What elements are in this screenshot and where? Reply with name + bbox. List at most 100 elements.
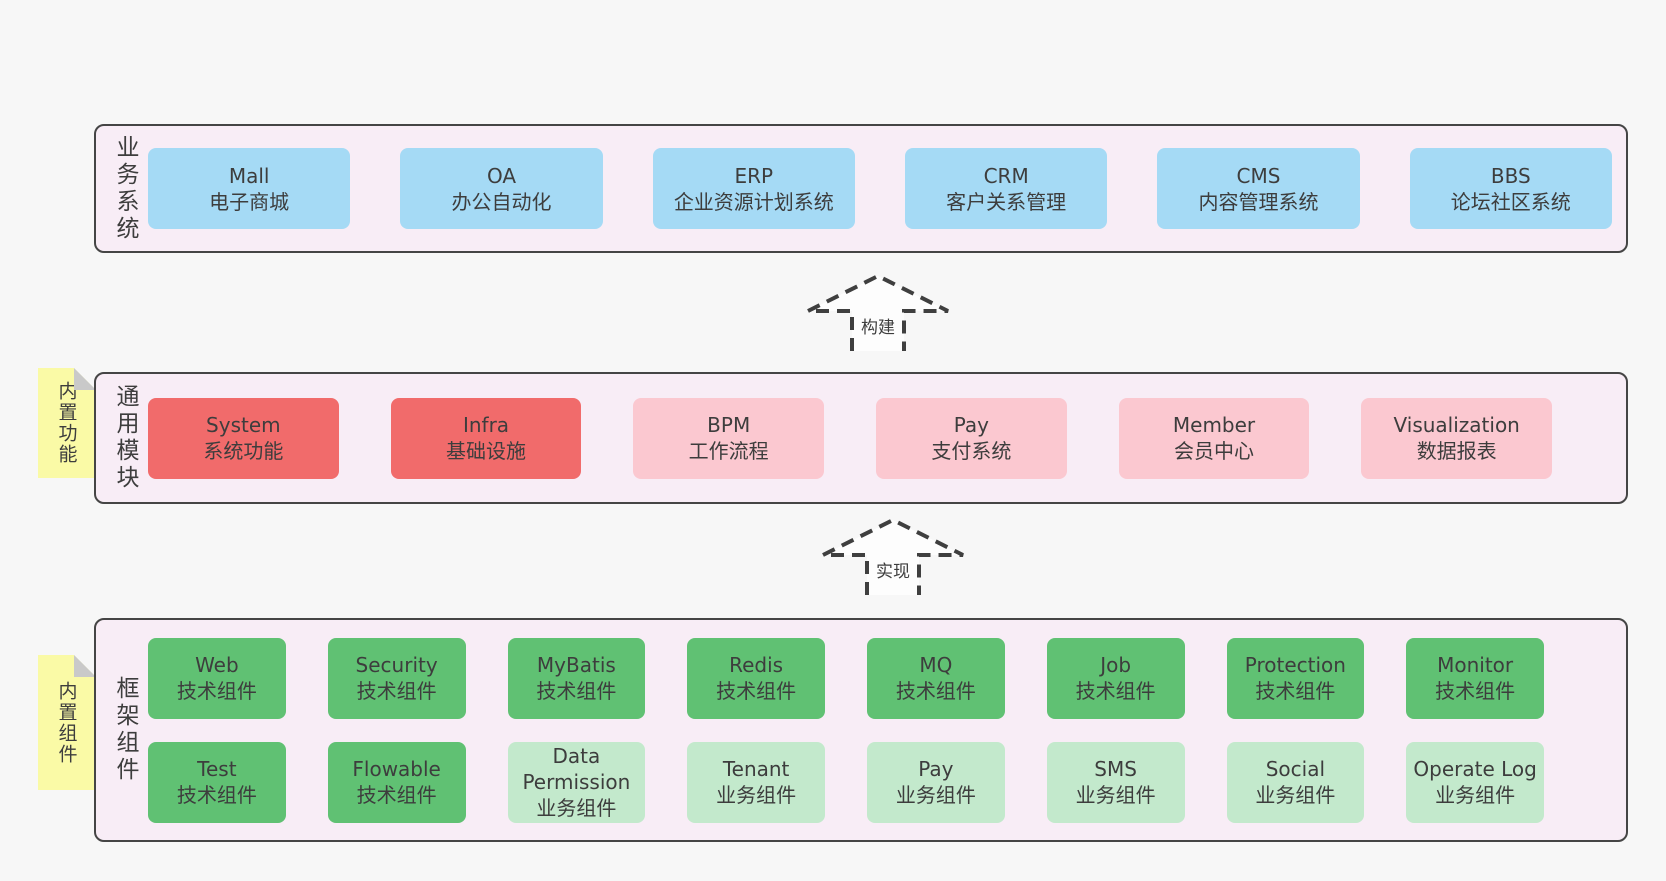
component-name: Flowable (352, 757, 441, 781)
arrow-label: 构建 (858, 313, 898, 338)
sticky-note-builtin-components: 内置组件 (38, 655, 96, 790)
system-oa: OA 办公自动化 (400, 148, 603, 229)
module-name: Visualization (1393, 413, 1520, 437)
module-member: Member 会员中心 (1118, 397, 1310, 479)
component-desc: 技术组件 (176, 679, 257, 703)
component-tenant: Tenant 业务组件 (687, 741, 825, 823)
module-pay: Pay 支付系统 (876, 397, 1067, 479)
system-desc: 企业资源计划系统 (673, 189, 834, 214)
layer-label: 业务系统 (112, 134, 138, 243)
module-visualization: Visualization 数据报表 (1361, 397, 1553, 479)
build-arrow: 构建 (805, 273, 951, 351)
system-name: OA (486, 163, 517, 188)
module-name: Member (1172, 413, 1256, 437)
module-name: System (206, 413, 281, 437)
up-arrow-icon (822, 517, 964, 595)
component-desc: 业务组件 (536, 796, 617, 820)
component-name: Operate Log (1413, 757, 1537, 781)
module-desc: 工作流程 (688, 439, 769, 463)
component-name: Job (1100, 653, 1132, 677)
component-social: Social 业务组件 (1226, 741, 1365, 823)
component-name: MyBatis (536, 653, 616, 677)
module-desc: 基础设施 (446, 439, 526, 463)
system-name: CMS (1236, 163, 1281, 188)
module-name: Pay (953, 413, 989, 437)
component-test: Test 技术组件 (148, 741, 286, 823)
component-desc: 技术组件 (895, 679, 976, 703)
sticky-note-text: 内置组件 (55, 680, 78, 765)
component-mq: MQ 技术组件 (867, 637, 1005, 719)
module-desc: 数据报表 (1416, 439, 1497, 463)
system-desc: 办公自动化 (451, 189, 552, 214)
component-desc: 业务组件 (716, 783, 797, 807)
component-desc: 技术组件 (1255, 679, 1336, 703)
component-desc: 业务组件 (1435, 783, 1516, 807)
module-desc: 系统功能 (203, 439, 284, 463)
component-name: Social (1265, 757, 1326, 781)
component-name: Data Permission (522, 744, 631, 794)
component-operate-log: Operate Log 业务组件 (1406, 741, 1544, 823)
sticky-note-text: 内置功能 (55, 381, 78, 465)
system-desc: 论坛社区系统 (1450, 189, 1571, 214)
component-redis: Redis 技术组件 (687, 637, 825, 719)
system-desc: 内容管理系统 (1198, 189, 1319, 214)
module-desc: 支付系统 (931, 439, 1012, 463)
up-arrow-icon (807, 273, 949, 351)
system-desc: 客户关系管理 (946, 189, 1067, 214)
component-pay: Pay 业务组件 (867, 741, 1005, 823)
component-name: Protection (1244, 653, 1346, 677)
component-monitor: Monitor 技术组件 (1406, 637, 1544, 719)
component-name: SMS (1094, 757, 1137, 781)
component-desc: 技术组件 (356, 679, 437, 703)
sticky-note-builtin-features: 内置功能 (38, 368, 96, 478)
module-bpm: BPM 工作流程 (633, 397, 825, 479)
system-crm: CRM 客户关系管理 (904, 148, 1108, 229)
system-cms: CMS 内容管理系统 (1157, 148, 1360, 229)
system-name: Mall (228, 163, 270, 188)
component-sms: SMS 业务组件 (1046, 741, 1185, 823)
framework-components-layer: 框架组件 Web 技术组件 Security 技术组件 MyBatis 技术组件… (94, 618, 1628, 842)
module-name: BPM (707, 413, 751, 437)
component-protection: Protection 技术组件 (1226, 637, 1365, 719)
components-row-1: Web 技术组件 Security 技术组件 MyBatis 技术组件 Redi… (148, 637, 1544, 719)
component-desc: 业务组件 (895, 783, 976, 807)
component-desc: 技术组件 (356, 783, 437, 807)
component-desc: 技术组件 (716, 679, 797, 703)
system-bbs: BBS 论坛社区系统 (1409, 148, 1612, 229)
system-desc: 电子商城 (209, 189, 290, 214)
component-desc: 业务组件 (1075, 783, 1156, 807)
component-web: Web 技术组件 (148, 637, 286, 719)
component-desc: 技术组件 (1075, 679, 1156, 703)
component-name: Test (197, 757, 237, 781)
arrow-label: 实现 (873, 557, 913, 582)
system-name: CRM (983, 163, 1029, 188)
component-name: MQ (919, 653, 953, 677)
common-modules-row: System 系统功能 Infra 基础设施 BPM 工作流程 Pay 支付系统… (148, 374, 1553, 502)
component-desc: 业务组件 (1255, 783, 1336, 807)
system-name: BBS (1490, 163, 1531, 188)
module-infra: Infra 基础设施 (390, 397, 582, 479)
component-name: Security (355, 653, 438, 677)
layer-label: 框架组件 (112, 676, 138, 784)
layer-label: 通用模块 (112, 384, 138, 492)
component-name: Web (195, 653, 239, 677)
business-systems-row: Mall 电子商城 OA 办公自动化 ERP 企业资源计划系统 CRM 客户关系… (148, 126, 1612, 251)
component-name: Monitor (1437, 653, 1514, 677)
component-data-permission: Data Permission 业务组件 (507, 741, 646, 823)
components-row-2: Test 技术组件 Flowable 技术组件 Data Permission … (148, 741, 1544, 823)
component-job: Job 技术组件 (1046, 637, 1185, 719)
component-name: Tenant (722, 757, 790, 781)
component-desc: 技术组件 (176, 783, 257, 807)
component-flowable: Flowable 技术组件 (327, 741, 466, 823)
module-system: System 系统功能 (148, 397, 339, 479)
component-name: Redis (729, 653, 784, 677)
component-desc: 技术组件 (1435, 679, 1516, 703)
module-name: Infra (462, 413, 510, 437)
implement-arrow: 实现 (820, 517, 966, 595)
component-name: Pay (918, 757, 954, 781)
component-security: Security 技术组件 (327, 637, 466, 719)
system-mall: Mall 电子商城 (148, 148, 351, 229)
system-name: ERP (734, 163, 774, 188)
common-modules-layer: 通用模块 System 系统功能 Infra 基础设施 BPM 工作流程 Pay… (94, 372, 1628, 504)
